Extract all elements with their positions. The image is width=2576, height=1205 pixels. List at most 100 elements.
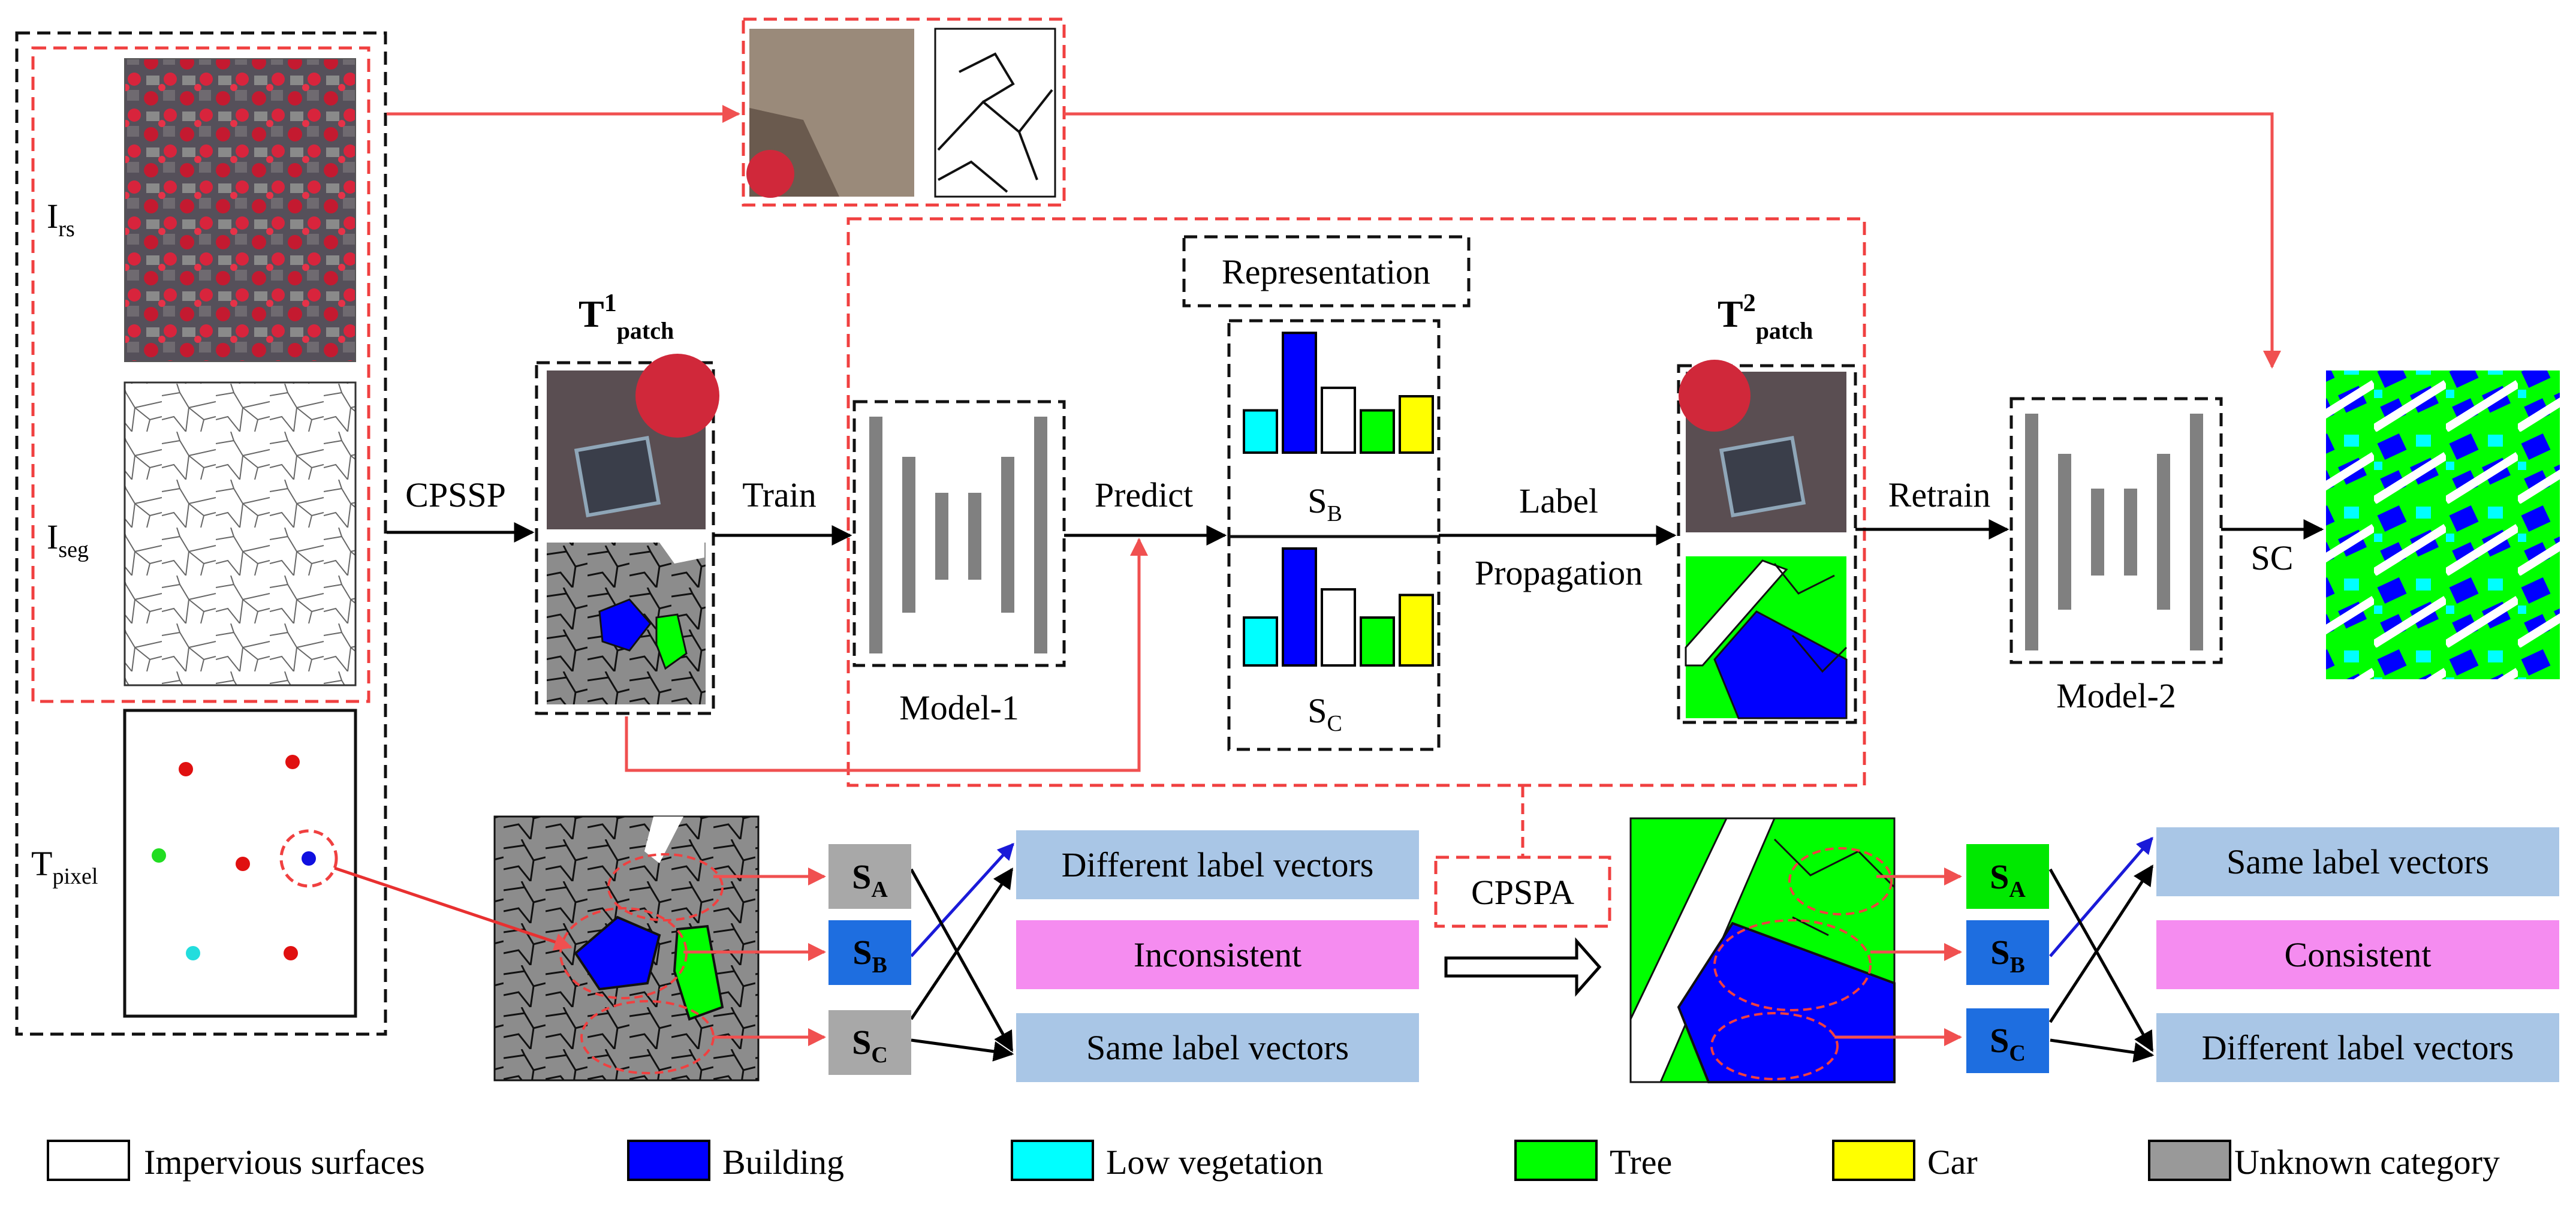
legend-swatch-building <box>627 1140 710 1181</box>
building-region <box>598 598 652 652</box>
tree-shape <box>635 354 719 438</box>
right-sc-box <box>1966 1008 2049 1073</box>
building-region <box>574 915 661 991</box>
tree-shape <box>1679 360 1751 432</box>
sa-to-box-arrow <box>2048 868 2154 1052</box>
to-result-red-arrow <box>1064 112 2281 369</box>
left-sc-box <box>828 1010 911 1075</box>
label-vector-bar <box>1360 409 1395 454</box>
left-sa-text: SA <box>852 857 888 902</box>
right-box-1-text: Same label vectors <box>2226 842 2489 881</box>
left-sc-text: SC <box>852 1023 888 1068</box>
legend-label-impervious: Impervious surfaces <box>144 1143 425 1182</box>
right-box-2-text: Consistent <box>2285 935 2432 974</box>
sc-output-label: SC <box>2251 538 2294 577</box>
core-frame <box>846 217 1866 787</box>
tpixel-selected-ring <box>279 829 338 888</box>
legend-swatch-unknown <box>2148 1140 2231 1181</box>
representation-label: Representation <box>1222 252 1430 291</box>
legend-swatch-car <box>1832 1140 1915 1181</box>
tpixel-point <box>284 946 298 960</box>
label-vector-bar <box>1243 409 1278 454</box>
legend-label-tree: Tree <box>1610 1143 1672 1182</box>
sc-region-ring <box>1710 1012 1839 1080</box>
legend-swatch-tree <box>1514 1140 1598 1181</box>
legend-label-low-vegetation: Low vegetation <box>1106 1143 1323 1182</box>
iseg-label: Iseg <box>47 517 89 562</box>
predict-label: Predict <box>1095 475 1193 514</box>
sb-label: SB <box>1307 481 1342 526</box>
sc-to-box-arrow <box>911 1038 1014 1062</box>
model1-label: Model-1 <box>899 688 1019 727</box>
left-sb-box <box>828 920 911 985</box>
label-vector-bar <box>1360 616 1395 667</box>
tpixel-point <box>186 946 200 960</box>
white-region <box>644 817 683 863</box>
right-sb-text: SB <box>1990 933 2025 978</box>
t1-title: T1patch <box>579 290 674 344</box>
label-vector-bar <box>1321 386 1356 454</box>
sb-to-box-arrow <box>910 842 1014 957</box>
sc-up-arrow <box>909 867 1014 1020</box>
legend: Impervious surfaces Building Low vegetat… <box>47 1140 2500 1182</box>
propagation-word: Propagation <box>1475 553 1643 592</box>
sb-to-box-arrow <box>2049 836 2153 957</box>
left-box-1-text: Different label vectors <box>1062 845 1374 884</box>
right-box-3-text: Different label vectors <box>2202 1028 2514 1067</box>
sc-label: SC <box>1307 691 1342 736</box>
roof-shape <box>749 29 914 197</box>
right-sa-box <box>1966 844 2049 909</box>
model2-network <box>2025 414 2203 650</box>
iseg-image <box>123 381 357 686</box>
seg-contours <box>1773 563 1848 673</box>
model1-frame <box>852 400 1066 667</box>
right-box-2 <box>2156 920 2559 989</box>
tree-shape <box>746 150 794 198</box>
tpixel-point <box>179 762 193 776</box>
sc-up-arrow <box>2048 864 2154 1023</box>
tpixel-point <box>152 848 166 863</box>
tpixel-label: Tpixel <box>31 844 98 889</box>
cpspa-frame <box>1434 855 1611 928</box>
tree-region <box>655 613 688 670</box>
building-shape <box>574 435 661 518</box>
seg-contours <box>937 52 1053 193</box>
label-vector-bar <box>1243 616 1278 667</box>
retrain-label: Retrain <box>1888 475 1991 514</box>
t1-patch-frame <box>535 361 715 715</box>
legend-swatch-low-vegetation <box>1011 1140 1094 1181</box>
label-vector-bar <box>1282 547 1317 667</box>
right-sa-text: SA <box>1990 857 2026 902</box>
hollow-arrow <box>1444 937 1602 997</box>
model1-network <box>869 417 1047 653</box>
sa-region-ring <box>1788 847 1893 915</box>
sa-region-ring <box>607 853 724 921</box>
legend-label-car: Car <box>1927 1143 1978 1182</box>
t2-title: T2patch <box>1718 290 1813 344</box>
right-box-3 <box>2156 1013 2559 1082</box>
representation-frame <box>1182 235 1471 308</box>
model2-frame <box>2009 397 2223 664</box>
model2-label: Model-2 <box>2056 676 2176 715</box>
legend-label-building: Building <box>722 1143 844 1182</box>
building-shape <box>1719 435 1806 518</box>
left-box-2-text: Inconsistent <box>1134 935 1301 974</box>
left-box-3 <box>1016 1013 1419 1082</box>
label-vector-bar <box>1399 594 1434 667</box>
sb-bar-chart <box>1243 332 1434 454</box>
label-word: Label <box>1519 481 1598 520</box>
right-box-1 <box>2156 827 2559 896</box>
legend-label-unknown: Unknown category <box>2234 1143 2500 1182</box>
result-image <box>2326 370 2560 679</box>
sa-to-box-arrow <box>909 868 1014 1052</box>
label-vector-bar <box>1399 395 1434 454</box>
left-box-1 <box>1016 830 1419 899</box>
building-region <box>1713 610 1848 719</box>
building-region <box>1677 921 1896 1083</box>
tpixel-point <box>302 851 316 866</box>
right-sc-text: SC <box>1990 1021 2026 1066</box>
right-sb-box <box>1966 920 2049 985</box>
left-box-2 <box>1016 920 1419 989</box>
left-box-3-text: Same label vectors <box>1086 1028 1349 1067</box>
